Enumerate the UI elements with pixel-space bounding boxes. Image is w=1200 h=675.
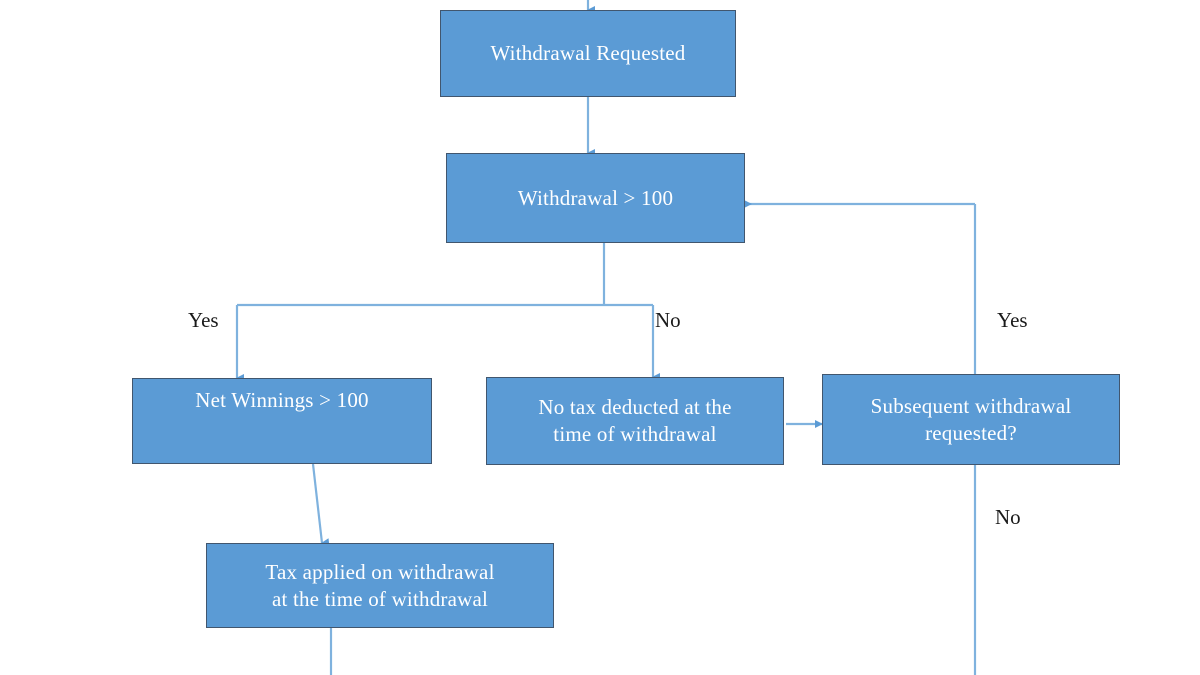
edge-label-yes-left: Yes [188, 308, 219, 332]
node-subsequent-withdrawal-requested[interactable]: Subsequent withdrawal requested? [822, 374, 1120, 465]
node-net-winnings-gt-100[interactable]: Net Winnings > 100 [132, 378, 432, 464]
edge-label-no-middle: No [655, 308, 681, 332]
node-withdrawal-gt-100[interactable]: Withdrawal > 100 [446, 153, 745, 243]
node-no-tax-deducted[interactable]: No tax deducted at the time of withdrawa… [486, 377, 784, 465]
edge-net-winnings-to-tax [311, 463, 330, 547]
edge-label-yes-right: Yes [997, 308, 1028, 332]
node-tax-applied[interactable]: Tax applied on withdrawal at the time of… [206, 543, 554, 628]
node-withdrawal-requested[interactable]: Withdrawal Requested [440, 10, 736, 97]
edge-label-no-right: No [995, 505, 1021, 529]
